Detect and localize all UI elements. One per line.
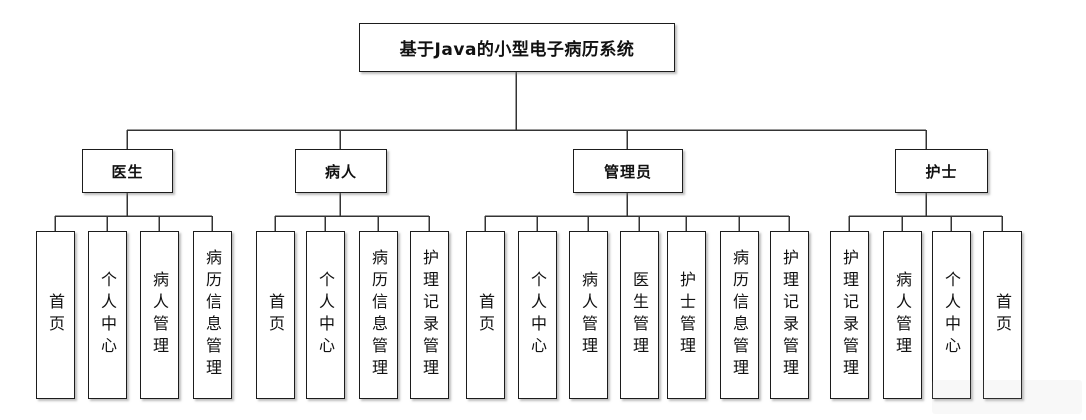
leaf-node-label: 病人管理 — [150, 271, 169, 359]
group-node-label: 护士 — [925, 162, 958, 181]
leaf-node-label: 护理记录管理 — [840, 249, 859, 381]
group-node-label: 病人 — [324, 162, 357, 181]
group-node-doctor: 医生 — [82, 149, 173, 193]
leaf-node-patient-profile-center: 个人中心 — [305, 231, 345, 399]
leaf-node-label: 首页 — [993, 293, 1012, 337]
group-node-patient: 病人 — [295, 149, 387, 193]
leaf-node-patient-medical-record-info-management: 病历信息管理 — [358, 231, 398, 399]
leaf-node-admin-home: 首页 — [465, 231, 505, 399]
leaf-node-label: 病历信息管理 — [730, 249, 749, 381]
leaf-node-label: 个人中心 — [316, 271, 335, 359]
leaf-node-admin-profile-center: 个人中心 — [517, 231, 557, 399]
leaf-node-label: 护士管理 — [677, 271, 696, 359]
watermark — [932, 380, 1082, 414]
leaf-node-doctor-patient-management: 病人管理 — [139, 231, 179, 399]
group-node-admin: 管理员 — [573, 149, 683, 193]
leaf-node-nurse-nursing-record-management: 护理记录管理 — [829, 231, 869, 399]
root-node: 基于Java的小型电子病历系统 — [359, 23, 675, 72]
leaf-node-doctor-home: 首页 — [35, 231, 75, 399]
leaf-node-nurse-profile-center: 个人中心 — [931, 231, 971, 399]
leaf-node-label: 首页 — [266, 293, 285, 337]
leaf-node-label: 护理记录管理 — [780, 249, 799, 381]
leaf-node-label: 病历信息管理 — [369, 249, 388, 381]
leaf-node-admin-medical-record-info-management: 病历信息管理 — [719, 231, 759, 399]
leaf-node-label: 护理记录管理 — [420, 249, 439, 381]
leaf-node-doctor-profile-center: 个人中心 — [87, 231, 127, 399]
group-node-label: 医生 — [111, 162, 144, 181]
leaf-node-patient-home: 首页 — [255, 231, 295, 399]
leaf-node-admin-nursing-record-management: 护理记录管理 — [769, 231, 809, 399]
leaf-node-label: 病历信息管理 — [203, 249, 222, 381]
leaf-node-label: 医生管理 — [630, 271, 649, 359]
leaf-node-admin-doctor-management: 医生管理 — [619, 231, 659, 399]
leaf-node-nurse-patient-management: 病人管理 — [882, 231, 922, 399]
leaf-node-label: 病人管理 — [579, 271, 598, 359]
leaf-node-admin-nurse-management: 护士管理 — [666, 231, 706, 399]
root-node-label: 基于Java的小型电子病历系统 — [399, 40, 635, 60]
group-node-nurse: 护士 — [895, 149, 988, 193]
leaf-node-label: 个人中心 — [98, 271, 117, 359]
leaf-node-label: 病人管理 — [893, 271, 912, 359]
leaf-node-label: 首页 — [476, 293, 495, 337]
leaf-node-label: 个人中心 — [528, 271, 547, 359]
leaf-node-doctor-medical-record-info-management: 病历信息管理 — [192, 231, 232, 399]
leaf-node-label: 首页 — [46, 293, 65, 337]
leaf-node-patient-nursing-record-management: 护理记录管理 — [409, 231, 449, 399]
leaf-node-label: 个人中心 — [942, 271, 961, 359]
leaf-node-admin-patient-management: 病人管理 — [568, 231, 608, 399]
leaf-node-nurse-home: 首页 — [982, 231, 1022, 399]
group-node-label: 管理员 — [603, 162, 652, 181]
